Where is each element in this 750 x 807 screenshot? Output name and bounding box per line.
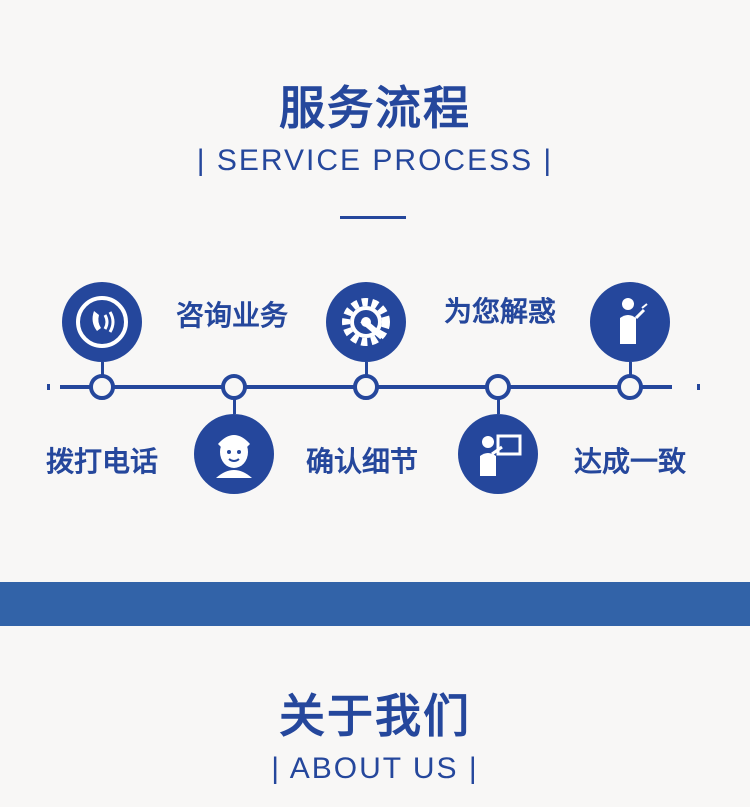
title-divider <box>340 216 406 219</box>
connector-4 <box>497 398 500 414</box>
service-process-title: 服务流程 <box>279 81 471 135</box>
customer-service-icon <box>194 414 274 494</box>
phone-icon <box>62 282 142 362</box>
connector-5 <box>629 362 632 378</box>
businessman-icon <box>590 282 670 362</box>
timeline-dot-5 <box>617 374 643 400</box>
step-label-consult: 咨询业务 <box>176 299 289 332</box>
timeline-end-right <box>697 384 700 390</box>
timeline-dot-2 <box>221 374 247 400</box>
gear-wrench-icon <box>326 282 406 362</box>
timeline-end-left <box>47 384 50 390</box>
step-label-call: 拨打电话 <box>46 445 159 478</box>
connector-1 <box>101 362 104 378</box>
connector-3 <box>365 362 368 378</box>
about-us-title: 关于我们 <box>279 689 471 743</box>
step-label-answer: 为您解惑 <box>444 295 557 328</box>
step-label-confirm: 确认细节 <box>306 445 419 478</box>
connector-2 <box>233 398 236 414</box>
presenter-icon <box>458 414 538 494</box>
about-us-subtitle: | ABOUT US | <box>271 752 479 785</box>
timeline-dot-1 <box>89 374 115 400</box>
step-label-agree: 达成一致 <box>574 445 687 478</box>
timeline-dot-4 <box>485 374 511 400</box>
service-process-subtitle: | SERVICE PROCESS | <box>196 144 554 177</box>
section-band <box>0 582 750 626</box>
timeline-dot-3 <box>353 374 379 400</box>
